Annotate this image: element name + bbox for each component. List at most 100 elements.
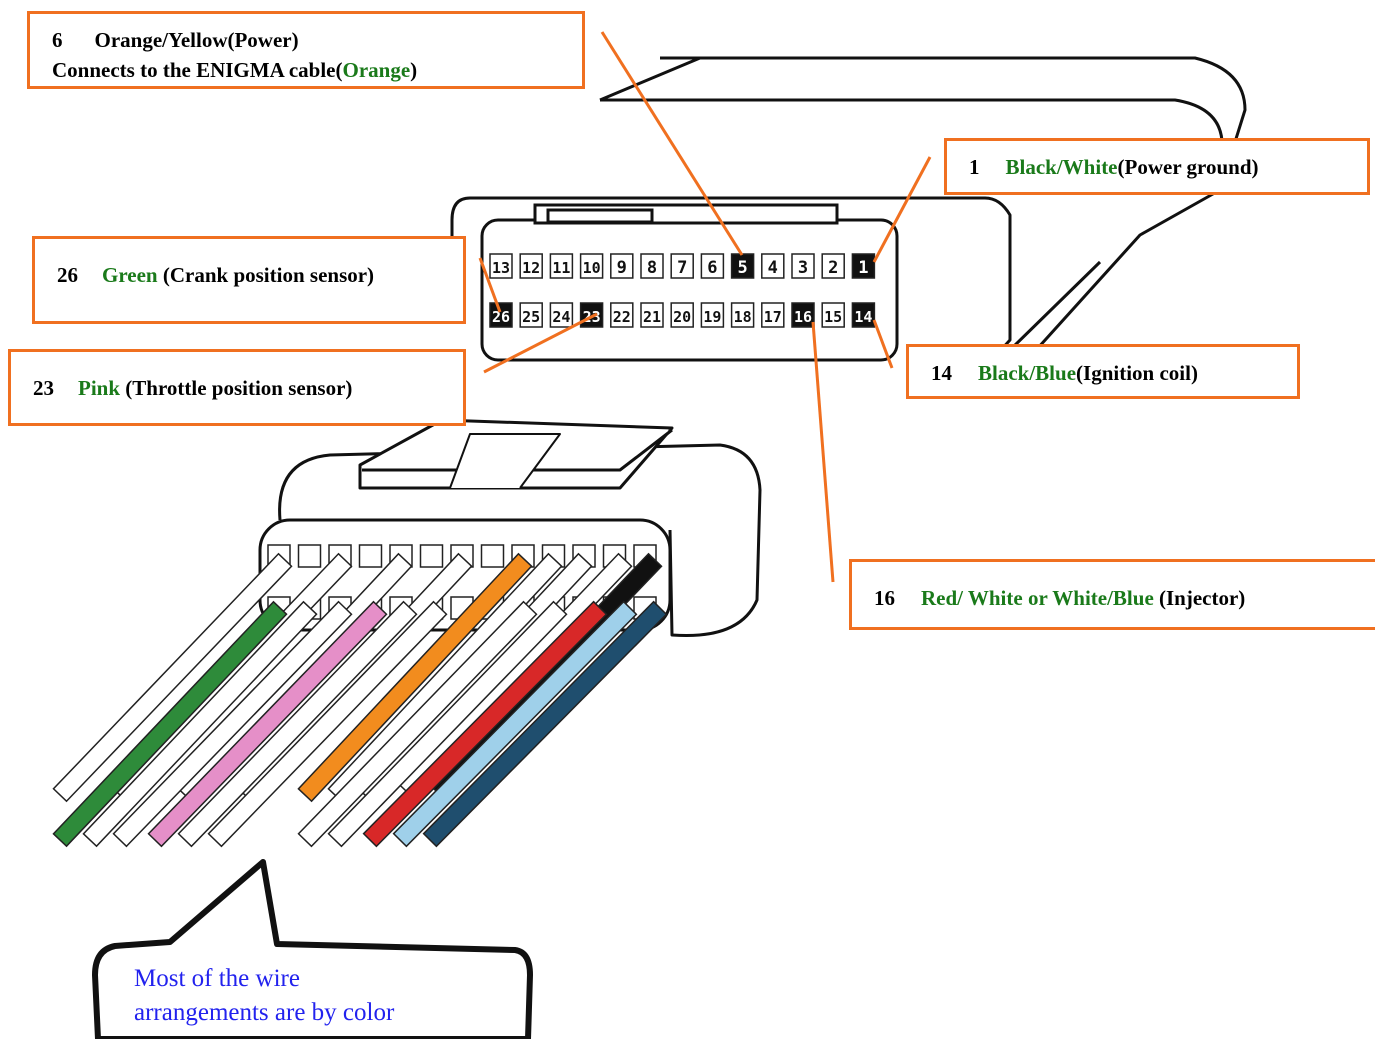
pin-22-label: 22 — [613, 308, 631, 326]
bubble-text: Most of the wire arrangements are by col… — [134, 962, 514, 1030]
wire — [52, 600, 288, 848]
pin-19-cell — [700, 302, 725, 328]
pin-12-cell — [519, 253, 543, 279]
wire — [362, 600, 608, 848]
wire — [392, 600, 638, 848]
pin-7-cell — [670, 253, 694, 279]
pin-18-cell — [730, 302, 755, 328]
speech-bubble — [92, 859, 533, 1039]
pin-6-cell — [700, 253, 725, 279]
pin14-number: 14 — [931, 361, 952, 385]
pin-11-cell — [549, 253, 574, 279]
wire — [297, 552, 533, 803]
pin6-note-color: Orange — [342, 58, 411, 82]
pin-14-cell — [851, 302, 876, 328]
pin-16-label: 16 — [794, 308, 812, 326]
pin14-wire-color: Black/Blue — [978, 361, 1077, 385]
plug-slot — [480, 544, 505, 568]
wire — [147, 600, 388, 848]
pin-22-cell — [610, 302, 634, 328]
leader-pin23 — [483, 312, 598, 374]
pin-15-label: 15 — [824, 308, 842, 326]
pin-24-label: 24 — [552, 308, 570, 326]
leader-pin14 — [872, 319, 894, 369]
callout-pin6: 6 Orange/Yellow(Power) Connects to the EN… — [27, 11, 585, 89]
plug-slot — [358, 544, 383, 568]
pin-1-label: 1 — [858, 258, 868, 278]
wire — [177, 600, 418, 848]
wire — [297, 600, 538, 848]
pin-11-label: 11 — [552, 259, 570, 277]
pin23-description: (Throttle position sensor) — [120, 376, 353, 400]
bubble-line-2: arrangements are by color — [134, 999, 395, 1026]
ecu-socket-face — [480, 203, 899, 362]
wire — [422, 600, 668, 848]
pin-17-label: 17 — [764, 308, 782, 326]
pin-13-label: 13 — [492, 259, 510, 277]
pin-17-cell — [761, 302, 785, 328]
pin-6-label: 6 — [707, 258, 717, 278]
wire — [52, 552, 293, 803]
leader-pin26 — [478, 257, 502, 313]
pin-4-cell — [761, 253, 785, 279]
pin-8-cell — [640, 253, 664, 279]
pin-26-label: 26 — [492, 308, 510, 326]
pin-19-label: 19 — [703, 308, 721, 326]
pin26-wire-color: Green — [102, 263, 158, 287]
pin26-number: 26 — [57, 263, 78, 287]
pin23-number: 23 — [33, 376, 54, 400]
pin-24-cell — [549, 302, 574, 328]
pin6-note-end: ) — [410, 58, 418, 82]
pin-9-label: 9 — [617, 258, 627, 278]
pin-7-label: 7 — [677, 258, 687, 278]
plug-slot — [419, 544, 444, 568]
pin-2-cell — [821, 253, 845, 279]
pin-21-label: 21 — [643, 308, 661, 326]
bubble-line-1: Most of the wire — [134, 965, 300, 992]
pin14-description: (Ignition coil) — [1076, 361, 1198, 385]
pin6-note: Connects to the ENIGMA cable( — [52, 58, 343, 82]
pin6-wire-color: Orange/Yellow(Power) — [94, 28, 299, 52]
pin-2-label: 2 — [828, 258, 838, 278]
pin16-number: 16 — [874, 586, 895, 610]
pin-15-cell — [821, 302, 845, 328]
pin-18-label: 18 — [734, 308, 752, 326]
pin-12-label: 12 — [522, 259, 540, 277]
wire — [327, 600, 568, 848]
pin-13-cell — [489, 253, 513, 279]
callout-pin23: 23 Pink (Throttle position sensor) — [8, 349, 466, 426]
leader-pin6 — [600, 31, 744, 256]
pin1-description: (Power ground) — [1117, 155, 1259, 179]
plug-slot — [297, 544, 322, 568]
pin-21-cell — [640, 302, 664, 328]
leader-pin16 — [811, 321, 835, 583]
pin-9-cell — [610, 253, 634, 279]
pin-3-label: 3 — [798, 258, 808, 278]
pin-1-cell — [851, 253, 876, 279]
pin-16-cell — [791, 302, 815, 328]
pin26-description: (Crank position sensor) — [157, 263, 375, 287]
wire — [82, 600, 318, 848]
leader-lines — [478, 31, 932, 583]
pin-10-cell — [579, 253, 604, 279]
pin-14-label: 14 — [854, 308, 872, 326]
pin16-description: (Injector) — [1153, 586, 1246, 610]
pin6-number: 6 — [52, 28, 63, 52]
pin-25-label: 25 — [522, 308, 540, 326]
wire — [112, 600, 353, 848]
pin-20-cell — [670, 302, 694, 328]
pin-25-cell — [519, 302, 543, 328]
wire — [207, 600, 448, 848]
callout-pin26: 26 Green (Crank position sensor) — [32, 236, 466, 324]
pin-8-label: 8 — [647, 258, 657, 278]
wire-harness — [52, 552, 668, 848]
pin-20-label: 20 — [673, 308, 691, 326]
pin-10-label: 10 — [583, 259, 601, 277]
pin1-number: 1 — [969, 155, 980, 179]
pin-26-cell — [489, 302, 513, 328]
pin23-wire-color: Pink — [78, 376, 121, 400]
